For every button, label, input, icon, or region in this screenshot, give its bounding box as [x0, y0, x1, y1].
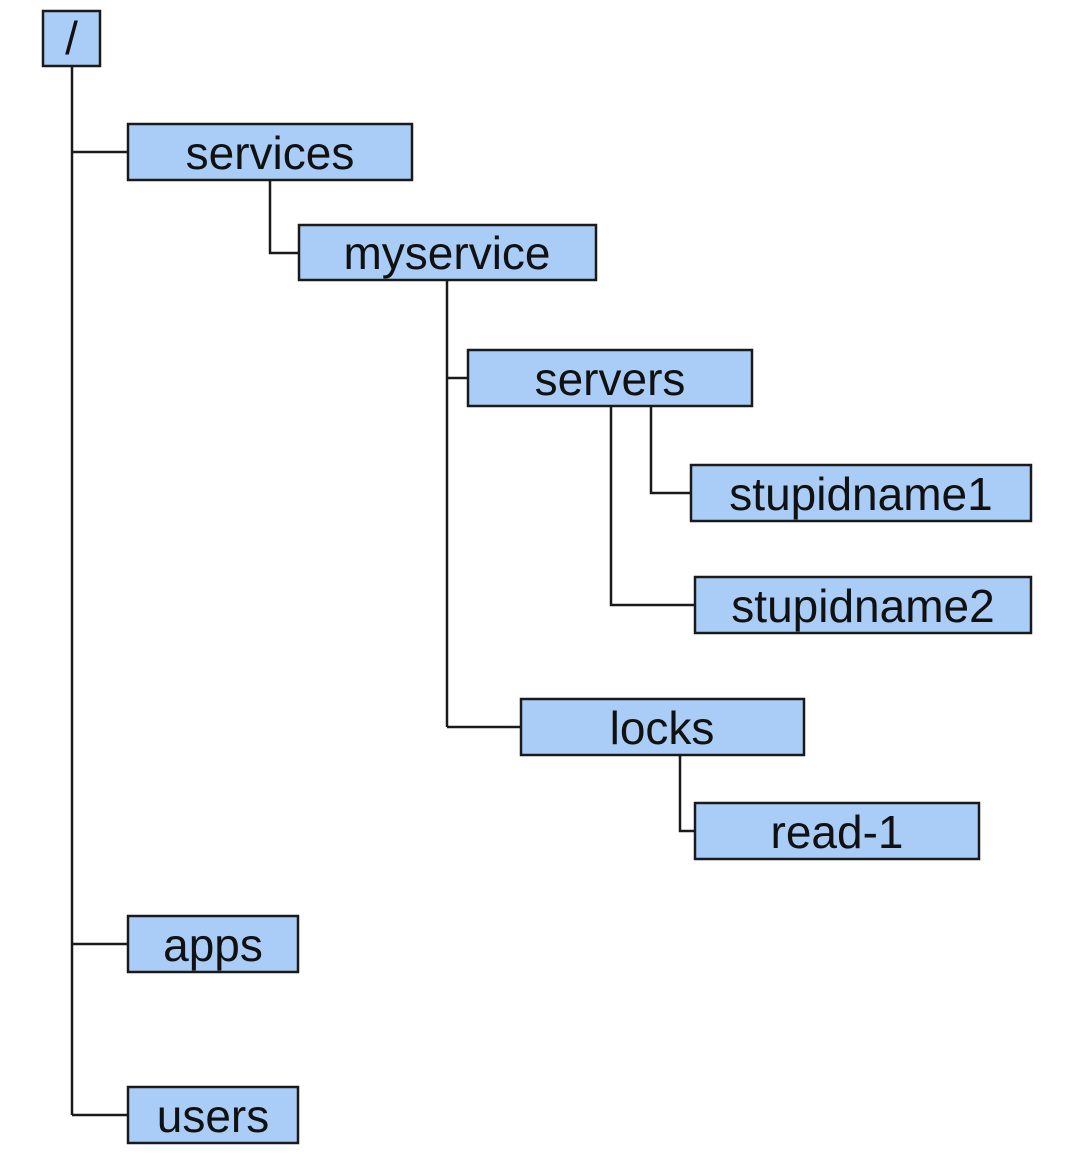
node-label: /	[65, 12, 78, 64]
tree-node-users: users	[126, 1085, 300, 1145]
node-box	[41, 9, 102, 68]
node-box	[689, 463, 1033, 523]
node-box	[519, 697, 806, 757]
node-label: stupidname2	[731, 580, 994, 632]
tree-node-root: /	[41, 9, 102, 68]
tree-node-stupidname2: stupidname2	[693, 575, 1033, 635]
connector-locks-read1	[678, 755, 695, 833]
tree-node-servers: servers	[466, 348, 754, 408]
node-box	[126, 1085, 300, 1145]
node-box	[297, 223, 598, 282]
tree-node-locks: locks	[519, 697, 806, 757]
tree-node-myservice: myservice	[297, 223, 598, 282]
node-box	[466, 348, 754, 408]
node-label: read-1	[771, 806, 904, 858]
tree-node-services: services	[126, 122, 414, 182]
connector-servers-stupidname1	[649, 406, 691, 495]
tree-node-read-1: read-1	[693, 801, 981, 861]
node-label: apps	[163, 919, 263, 971]
connector-servers-stupidname2	[609, 406, 695, 607]
node-label: users	[157, 1090, 269, 1142]
tree-node-apps: apps	[126, 914, 300, 974]
node-label: locks	[610, 702, 715, 754]
connectors	[70, 66, 695, 1117]
connector-services-myservice	[268, 180, 299, 255]
node-label: services	[186, 127, 355, 179]
node-label: myservice	[343, 227, 550, 279]
node-label: servers	[535, 353, 686, 405]
node-box	[693, 575, 1033, 635]
tree-node-stupidname1: stupidname1	[689, 463, 1033, 523]
node-box	[126, 122, 414, 182]
node-box	[693, 801, 981, 861]
node-label: stupidname1	[729, 468, 992, 520]
node-box	[126, 914, 300, 974]
